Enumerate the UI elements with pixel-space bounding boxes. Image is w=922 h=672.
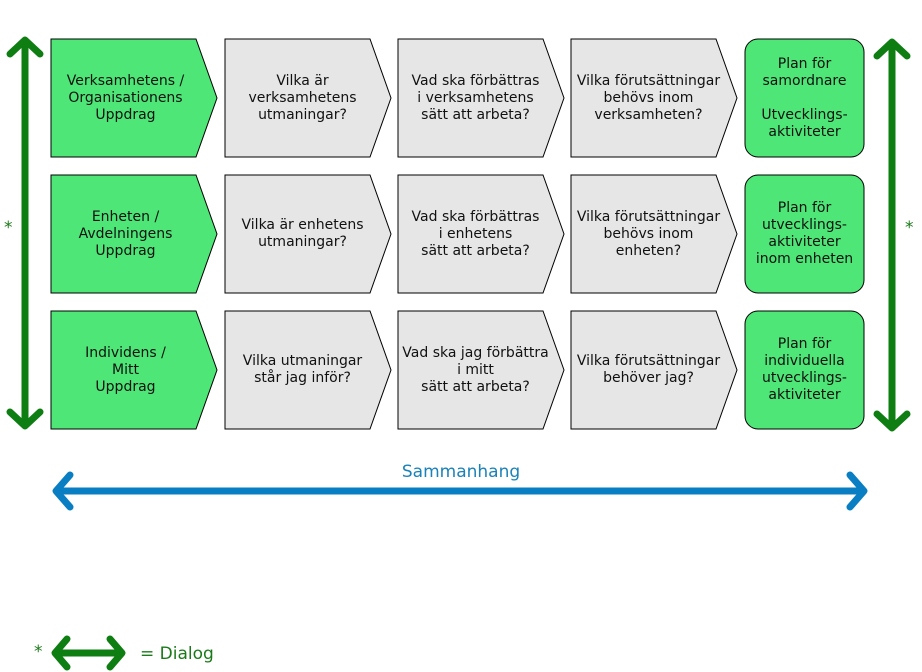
context-arrow [52,471,868,511]
legend-dialog-arrow [51,635,126,671]
mission-chevron [50,174,218,294]
question-text: Vilka är verksamhetens utmaningar? [248,72,357,123]
question-chevron [224,310,392,430]
right-dialog-arrow [873,38,911,432]
plan-box [744,310,865,430]
legend-dialog-text: = Dialog [140,644,214,664]
question-text: Vilka förutsättningar behövs inom enhete… [576,208,721,259]
legend-marker: * [34,642,43,662]
question-chevron [570,38,738,158]
mission-text: Enheten / Avdelningens Uppdrag [78,208,173,259]
question-text: Vilka utmaningar står jag inför? [242,353,363,386]
plan-text: Plan för individuella utvecklings- aktiv… [762,336,847,403]
question-chevron [570,310,738,430]
question-chevron [570,174,738,294]
context-label: Sammanhang [401,462,521,482]
mission-chevron [50,310,218,430]
left-dialog-marker: * [4,218,13,238]
mission-chevron [50,38,218,158]
question-text: Vilka förutsättningar behövs inom verksa… [576,72,721,123]
question-text: Vad ska jag förbättra i mitt sätt att ar… [402,344,549,395]
mission-text: Individens / Mitt Uppdrag [85,344,166,395]
right-dialog-marker: * [905,218,914,238]
question-text: Vilka förutsättningar behöver jag? [576,353,721,386]
plan-box [744,174,865,294]
question-chevron [397,310,565,430]
question-chevron [224,174,392,294]
question-text: Vad ska förbättras i verksamhetens sätt … [411,72,540,123]
question-text: Vilka är enhetens utmaningar? [241,217,364,250]
question-text: Vad ska förbättras i enhetens sätt att a… [411,208,540,259]
left-dialog-arrow [6,36,44,430]
plan-text: Plan för utvecklings- aktiviteter inom e… [755,200,854,267]
question-chevron [397,174,565,294]
question-chevron [224,38,392,158]
plan-box [744,38,865,158]
plan-text: Plan för samordnare Utvecklings- aktivit… [761,55,848,140]
question-chevron [397,38,565,158]
mission-text: Verksamhetens / Organisationens Uppdrag [66,72,185,123]
